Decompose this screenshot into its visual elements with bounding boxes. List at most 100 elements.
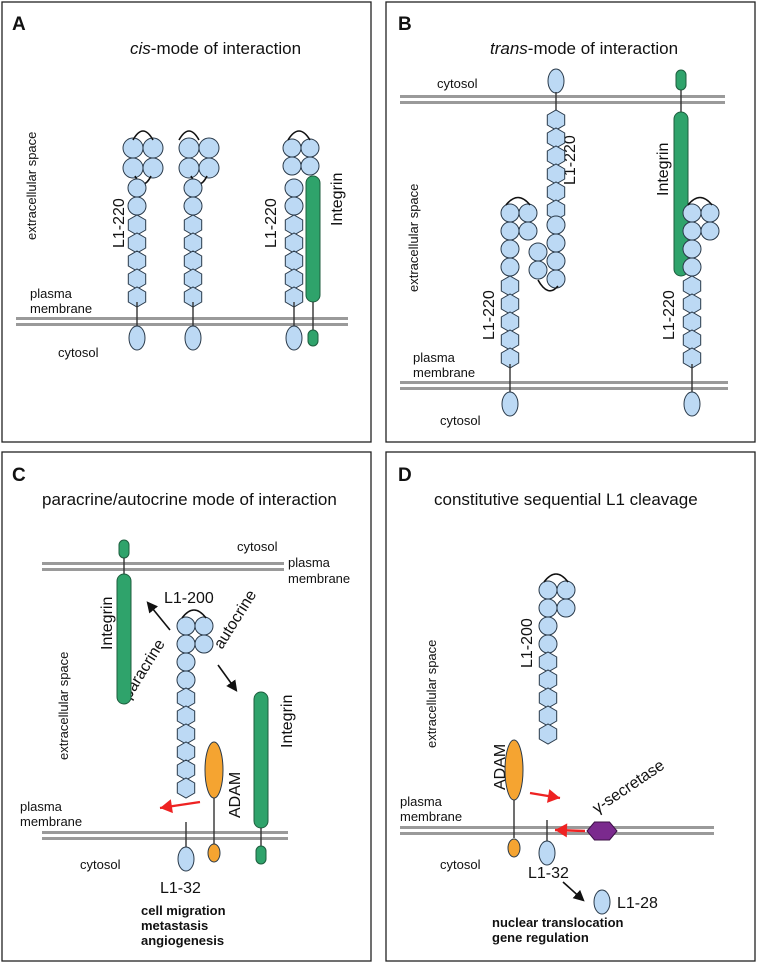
panel-d-plasma-label: plasma xyxy=(400,794,443,809)
c-paracrine-arrow xyxy=(146,601,171,631)
panel-d-l1-32-label: L1-32 xyxy=(528,865,569,882)
a-l1-1-ig-pair xyxy=(142,157,164,179)
c-integrin-right-cyto xyxy=(255,845,267,865)
b-l1-br-fn3 xyxy=(682,275,702,297)
b-l1-top-ig xyxy=(546,251,566,271)
panel-d-l1-28-label: L1-28 xyxy=(617,895,658,912)
panel-c-outcome-3: angiogenesis xyxy=(141,933,224,948)
b-l1-top-ig xyxy=(546,233,566,253)
a-l1-3-fn3 xyxy=(284,250,304,272)
b-l1-br-ig xyxy=(682,257,702,277)
a-l1-1-fn3 xyxy=(127,268,147,290)
b-l1-br-arc xyxy=(687,196,713,206)
c-l1-200-fn3 xyxy=(176,723,196,745)
a-l1-1-fn3 xyxy=(127,232,147,254)
a-l1-1-fn3 xyxy=(127,214,147,236)
panel-c-cytosol-bottom-label: cytosol xyxy=(80,857,121,872)
panel-a-membrane xyxy=(16,317,348,326)
b-l1-top-ig xyxy=(528,260,548,280)
a-l1-3-arc xyxy=(287,130,311,141)
panel-a-integrin-label: Integrin xyxy=(329,173,346,226)
a-l1-1-arc xyxy=(132,130,154,141)
b-l1-top-fn3 xyxy=(546,181,566,203)
panel-c-autocrine-label: autocrine xyxy=(211,587,260,652)
panel-c-l1-200-label: L1-200 xyxy=(164,590,214,607)
b-l1-br-ig xyxy=(682,203,702,223)
panel-c-outcome-1: cell migration xyxy=(141,903,226,918)
b-l1-br-ig xyxy=(682,221,702,241)
b-l1-top-ig xyxy=(546,269,566,289)
b-l1-top-ig xyxy=(528,242,548,262)
b-l1-top-arc xyxy=(537,279,559,292)
panel-c-extracellular-label: extracellular space xyxy=(56,652,71,760)
molecules-layer xyxy=(116,68,720,915)
panel-b-integrin-label: Integrin xyxy=(655,143,672,196)
panel-c-membrane-label: membrane xyxy=(288,571,350,586)
d-l1-200-fn3 xyxy=(538,669,558,691)
a-l1-2-arc xyxy=(178,130,200,141)
c-l1-200-ig xyxy=(176,652,196,672)
a-l1-1-ig xyxy=(127,178,147,198)
panel-c-plasma-label: plasma xyxy=(288,555,331,570)
a-l1-3-fn3 xyxy=(284,214,304,236)
panel-b-l1-bottom-left-label: L1-220 xyxy=(481,290,498,340)
b-l1-br-ig xyxy=(682,239,702,259)
a-l1-1-fn3 xyxy=(127,250,147,272)
d-l1-200-arc xyxy=(543,573,569,583)
panel-c-adam-label: ADAM xyxy=(227,772,244,818)
panel-c-integrin-right-label: Integrin xyxy=(279,695,296,748)
panel-d-label: D xyxy=(398,465,412,486)
d-cleavage-arrow xyxy=(562,881,585,902)
d-l1-32-cyto xyxy=(538,840,556,866)
c-l1-200-fn3 xyxy=(176,777,196,799)
panel-d-frame xyxy=(385,451,756,962)
c-autocrine-arrow xyxy=(217,664,238,692)
d-l1-200-ig xyxy=(538,580,558,600)
a-l1-3-cyto xyxy=(285,325,303,351)
c-l1-200-ig xyxy=(194,634,214,654)
panel-c-title: paracrine/autocrine mode of interaction xyxy=(42,490,337,509)
c-l1-200-fn3 xyxy=(176,705,196,727)
panel-a-label: A xyxy=(12,14,26,35)
b-l1-br-ig xyxy=(700,203,720,223)
b-l1-br-fn3 xyxy=(682,293,702,315)
d-l1-28 xyxy=(593,889,611,915)
a-l1-1-ig xyxy=(127,196,147,216)
a-l1-2-fn3 xyxy=(183,268,203,290)
panel-c-membrane-bottom-label: membrane xyxy=(20,814,82,829)
c-red-arrow-head xyxy=(160,799,173,814)
c-integrin-top-cyto xyxy=(118,539,130,559)
d-l1-200-ig xyxy=(538,616,558,636)
panel-c-label: C xyxy=(12,465,26,486)
svg-text:trans-mode of interaction: trans-mode of interaction xyxy=(490,39,678,58)
panel-c-cytosol-top-label: cytosol xyxy=(237,539,278,554)
a-l1-2-ig xyxy=(183,178,203,198)
b-l1-top-fn3 xyxy=(546,163,566,185)
b-l1-br-fn3 xyxy=(682,311,702,333)
a-l1-2-fn3 xyxy=(183,250,203,272)
panel-b-plasma-label: plasma xyxy=(413,350,456,365)
d-l1-200-ig xyxy=(538,634,558,654)
b-l1-bl-ig xyxy=(518,203,538,223)
panel-d-membrane-label: membrane xyxy=(400,809,462,824)
a-l1-1-ig-pair xyxy=(122,157,144,179)
a-l1-2-ig xyxy=(183,196,203,216)
panel-a-title-italic: cis xyxy=(130,39,151,58)
panel-b-membrane-bottom xyxy=(400,381,728,390)
c-adam-cyto xyxy=(207,843,221,863)
a-l1-2-ig-pair xyxy=(198,137,220,159)
b-l1-bl-ig xyxy=(500,239,520,259)
b-l1-bl-ig xyxy=(518,221,538,241)
panel-c-frame xyxy=(1,451,372,962)
panel-b-membrane-top xyxy=(400,95,725,104)
panel-d-cytosol-label: cytosol xyxy=(440,857,481,872)
c-l1-32-cyto xyxy=(177,846,195,872)
panel-c-integrin-top-label: Integrin xyxy=(99,597,116,650)
d-l1-200-fn3 xyxy=(538,687,558,709)
b-l1-bl-ig xyxy=(500,203,520,223)
panel-b-title-italic: trans xyxy=(490,39,528,58)
panel-b-cytosol-bottom-label: cytosol xyxy=(440,413,481,428)
c-l1-200-ig xyxy=(176,634,196,654)
panel-a-cytosol-label: cytosol xyxy=(58,345,99,360)
panel-d-extracellular-label: extracellular space xyxy=(424,640,439,748)
